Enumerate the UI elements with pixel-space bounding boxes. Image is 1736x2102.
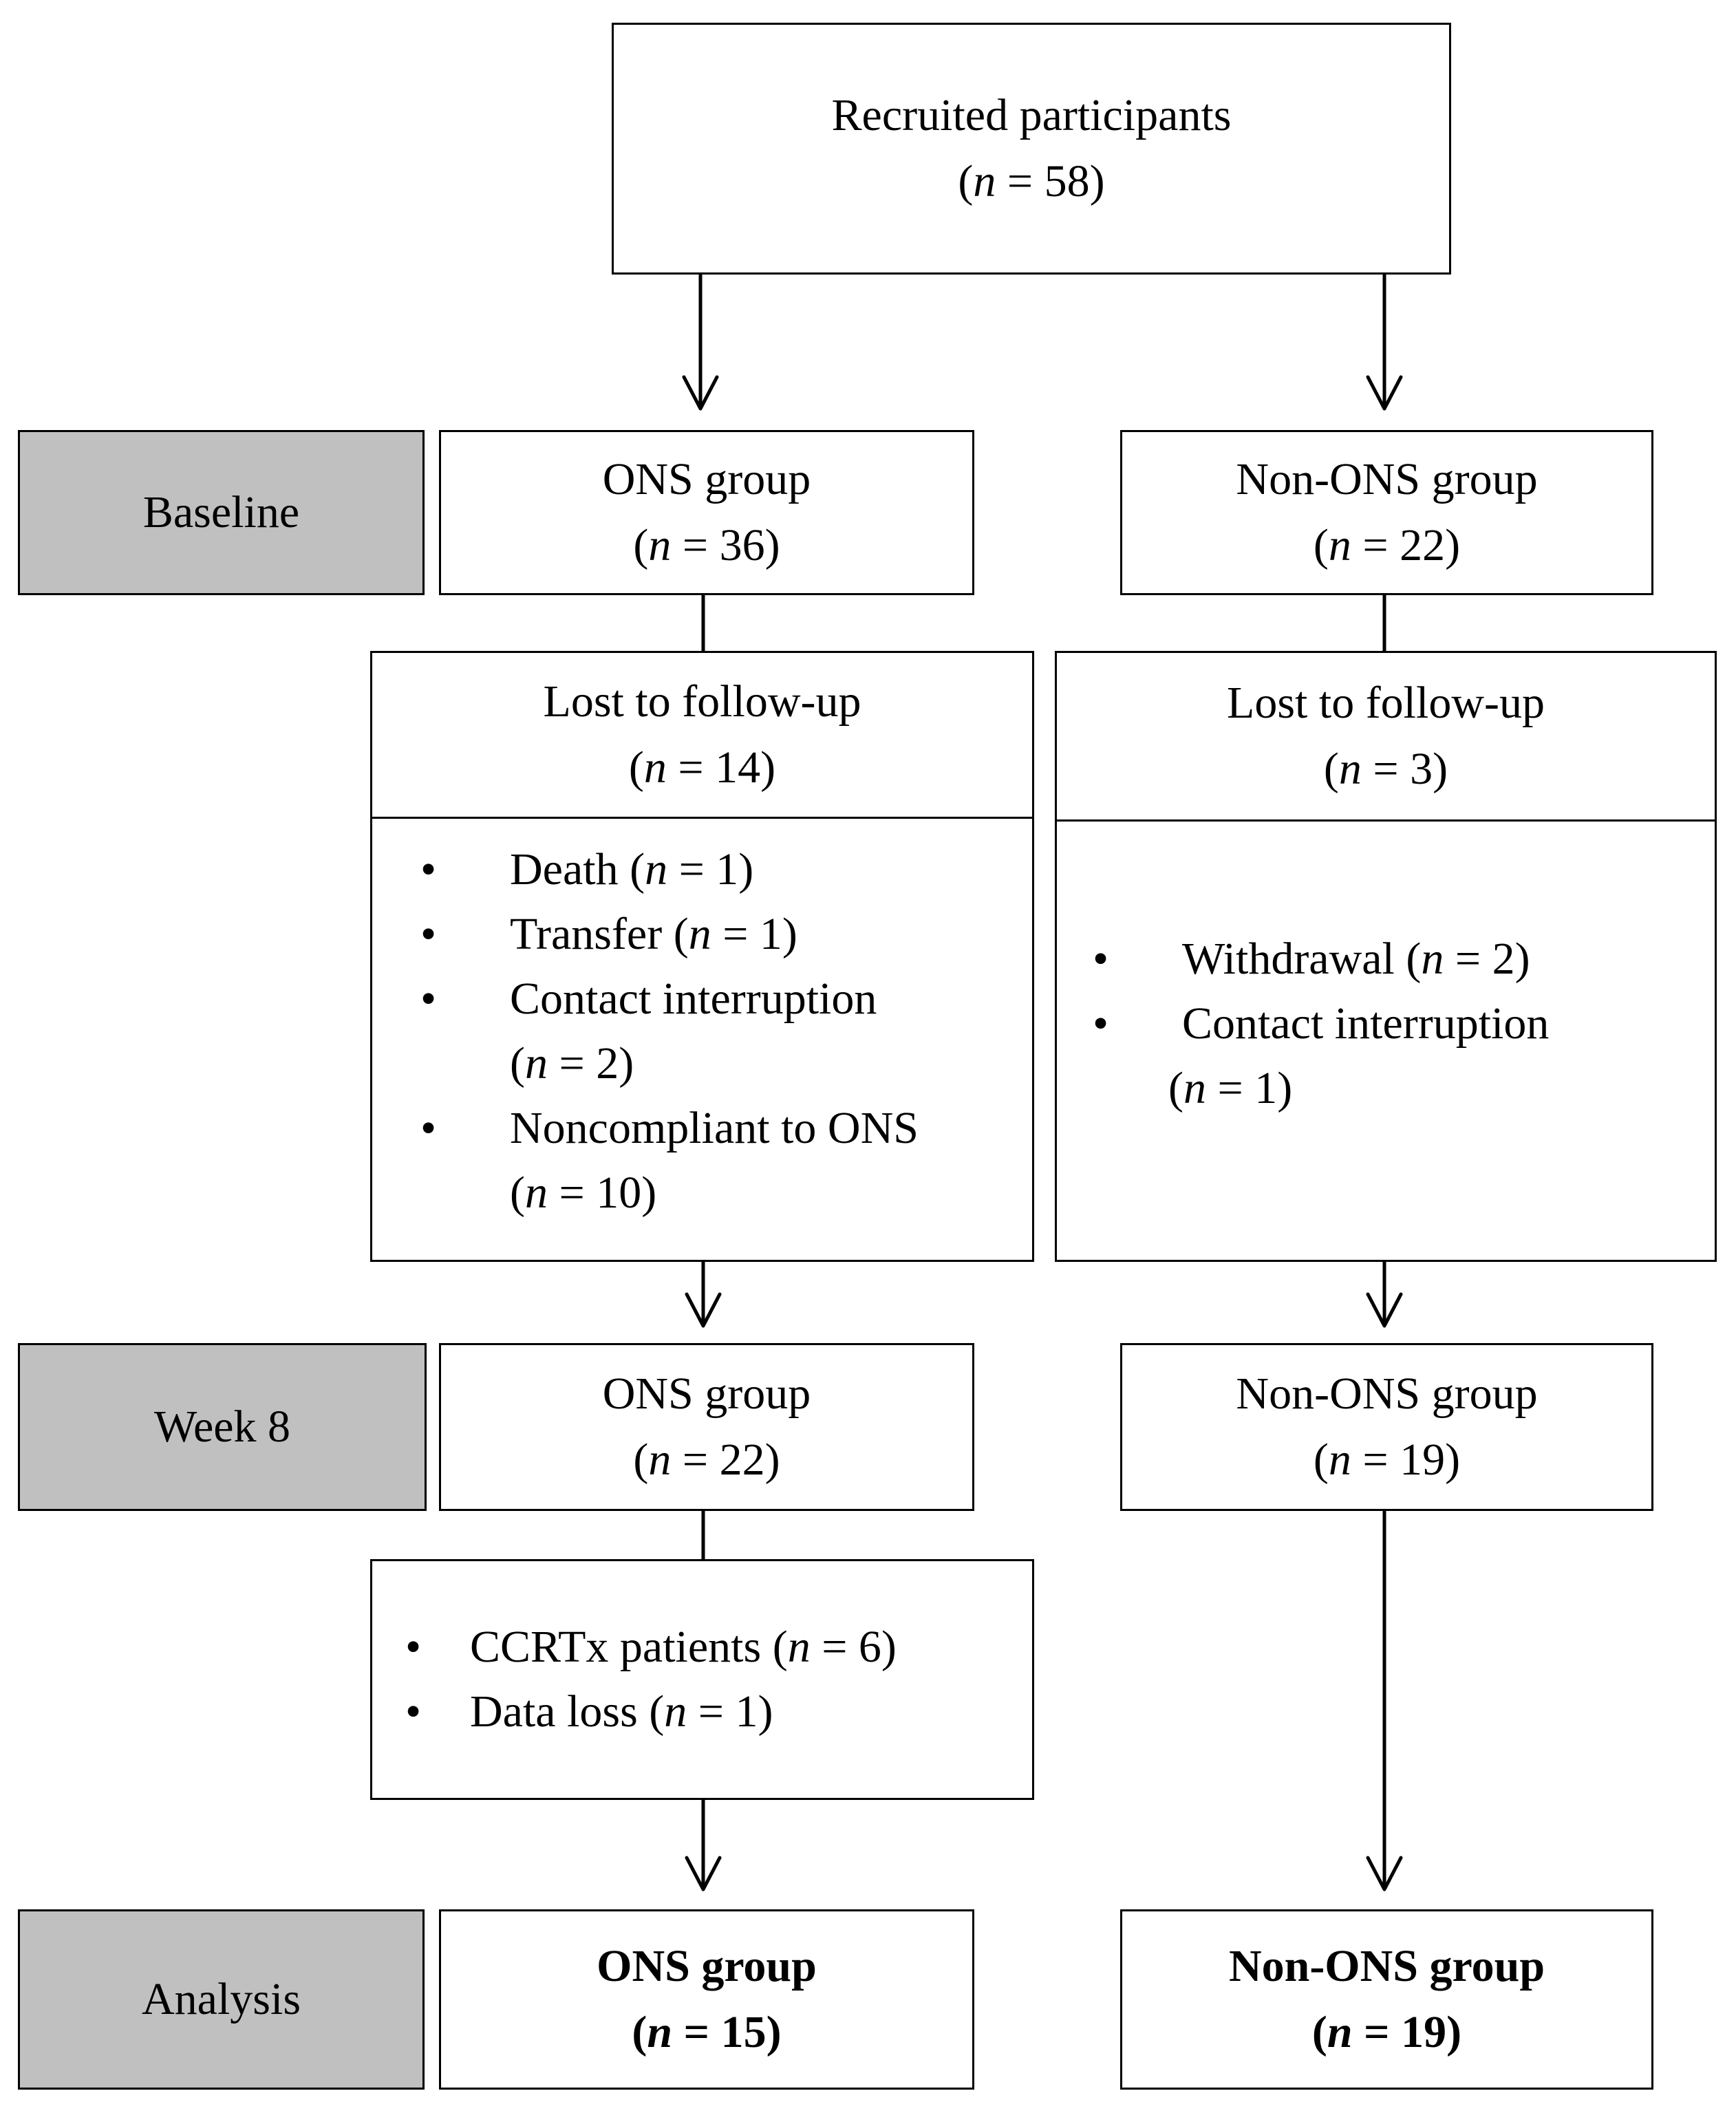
list-item-text: CCRTx patients ( (470, 1622, 788, 1672)
list-item-value: = 1) (667, 844, 754, 894)
lost-non-ons-reasons: •Withdrawal (n = 2)•Contact interruption… (1093, 927, 1698, 1121)
week8-non-ons-count: (n = 19) (1313, 1435, 1461, 1485)
lost-non-ons-header: Lost to follow-up (n = 3) (1057, 653, 1715, 819)
stage-week8: Week 8 (18, 1343, 427, 1511)
list-item: (n = 2) (420, 1031, 1026, 1096)
list-item-value: = 1) (1205, 1063, 1293, 1113)
bullet-icon: • (405, 1686, 422, 1737)
list-item: • Contact interruption (1093, 991, 1698, 1056)
lost-non-ons-box: Lost to follow-up (n = 3) •Withdrawal (n… (1055, 651, 1717, 1262)
lost-ons-box: Lost to follow-up (n = 14) •Death (n = 1… (370, 651, 1034, 1262)
list-item-text: ( (510, 1168, 525, 1218)
week8-ons-label: ONS group (602, 1369, 811, 1419)
baseline-non-ons-label: Non-ONS group (1236, 454, 1538, 504)
recruited-label: Recruited participants (831, 90, 1232, 140)
list-item-value: = 10) (547, 1168, 657, 1218)
bullet-icon: • (420, 909, 437, 959)
baseline-ons-count: (n = 36) (633, 520, 780, 570)
list-item-n: n (524, 1038, 548, 1088)
list-item-value: = 6) (810, 1622, 897, 1672)
list-item-value: = 2) (547, 1038, 634, 1088)
list-item-n: n (664, 1686, 687, 1737)
lost-non-ons-label: Lost to follow-up (1227, 678, 1545, 728)
week8-ons-box: ONS group (n = 22) (439, 1343, 974, 1511)
analysis-ons-label: ONS group (597, 1941, 817, 1991)
list-item-text: Withdrawal ( (1182, 934, 1422, 984)
week8-non-ons-label: Non-ONS group (1236, 1369, 1538, 1419)
baseline-non-ons-box: Non-ONS group (n = 22) (1120, 430, 1653, 595)
lost-non-ons-divider (1057, 819, 1715, 822)
list-item: • Withdrawal (n = 2) (1093, 927, 1698, 991)
week8-non-ons-box: Non-ONS group (n = 19) (1120, 1343, 1653, 1511)
list-item-n: n (787, 1622, 811, 1672)
list-item-text: Transfer ( (510, 909, 689, 959)
list-item-value: = 1) (711, 909, 797, 959)
list-item: (n = 1) (1093, 1056, 1698, 1121)
stage-analysis: Analysis (18, 1909, 425, 2090)
lost-ons-label: Lost to follow-up (543, 676, 861, 727)
bullet-icon: • (405, 1622, 422, 1672)
analysis-non-ons-count: (n = 19) (1311, 2007, 1462, 2057)
bullet-icon: • (420, 1103, 437, 1153)
analysis-ons-count: (n = 15) (632, 2007, 782, 2057)
list-item-value: = 1) (687, 1686, 773, 1737)
bullet-icon: • (1093, 998, 1109, 1049)
bullet-icon: • (420, 844, 437, 894)
baseline-ons-box: ONS group (n = 36) (439, 430, 974, 595)
lost-ons-count: (n = 14) (628, 742, 776, 793)
list-item-n: n (1421, 934, 1444, 984)
list-item: • Data loss (n = 1) (405, 1680, 1025, 1744)
lost-ons-reasons: •Death (n = 1)•Transfer (n = 1)•Contact … (420, 837, 1026, 1225)
analysis-ons-box: ONS group (n = 15) (439, 1909, 974, 2090)
list-item-n: n (645, 844, 668, 894)
baseline-non-ons-count: (n = 22) (1313, 520, 1461, 570)
list-item-n: n (524, 1168, 548, 1218)
lost-ons-divider (372, 817, 1032, 819)
list-item-n: n (1183, 1063, 1206, 1113)
list-item-text: Contact interruption (510, 974, 877, 1024)
bullet-icon: • (420, 974, 437, 1024)
list-item: • Noncompliant to ONS (420, 1096, 1026, 1161)
list-item: • Transfer (n = 1) (420, 902, 1026, 967)
list-item-text: Noncompliant to ONS (510, 1103, 919, 1153)
lost-non-ons-count: (n = 3) (1323, 744, 1448, 794)
list-item-text: Contact interruption (1182, 998, 1550, 1049)
week8-excluded-box: •CCRTx patients (n = 6)•Data loss (n = 1… (370, 1559, 1034, 1800)
list-item-text: ( (510, 1038, 525, 1088)
list-item-text: Data loss ( (470, 1686, 665, 1737)
baseline-ons-label: ONS group (602, 454, 811, 504)
list-item-value: = 2) (1444, 934, 1530, 984)
list-item: (n = 10) (420, 1161, 1026, 1225)
stage-baseline: Baseline (18, 430, 425, 595)
recruited-participants-box: Recruited participants (n = 58) (612, 23, 1451, 275)
bullet-icon: • (1093, 934, 1109, 984)
analysis-non-ons-box: Non-ONS group (n = 19) (1120, 1909, 1653, 2090)
week8-ons-count: (n = 22) (633, 1435, 780, 1485)
week8-excluded-list: •CCRTx patients (n = 6)•Data loss (n = 1… (405, 1615, 1025, 1744)
list-item-text: ( (1168, 1063, 1183, 1113)
analysis-non-ons-label: Non-ONS group (1228, 1941, 1545, 1991)
recruited-count: (n = 58) (958, 156, 1105, 206)
list-item-text: Death ( (510, 844, 645, 894)
list-item: • Death (n = 1) (420, 837, 1026, 902)
list-item: • Contact interruption (420, 967, 1026, 1031)
list-item: • CCRTx patients (n = 6) (405, 1615, 1025, 1680)
lost-ons-header: Lost to follow-up (n = 14) (372, 653, 1032, 817)
list-item-n: n (688, 909, 711, 959)
